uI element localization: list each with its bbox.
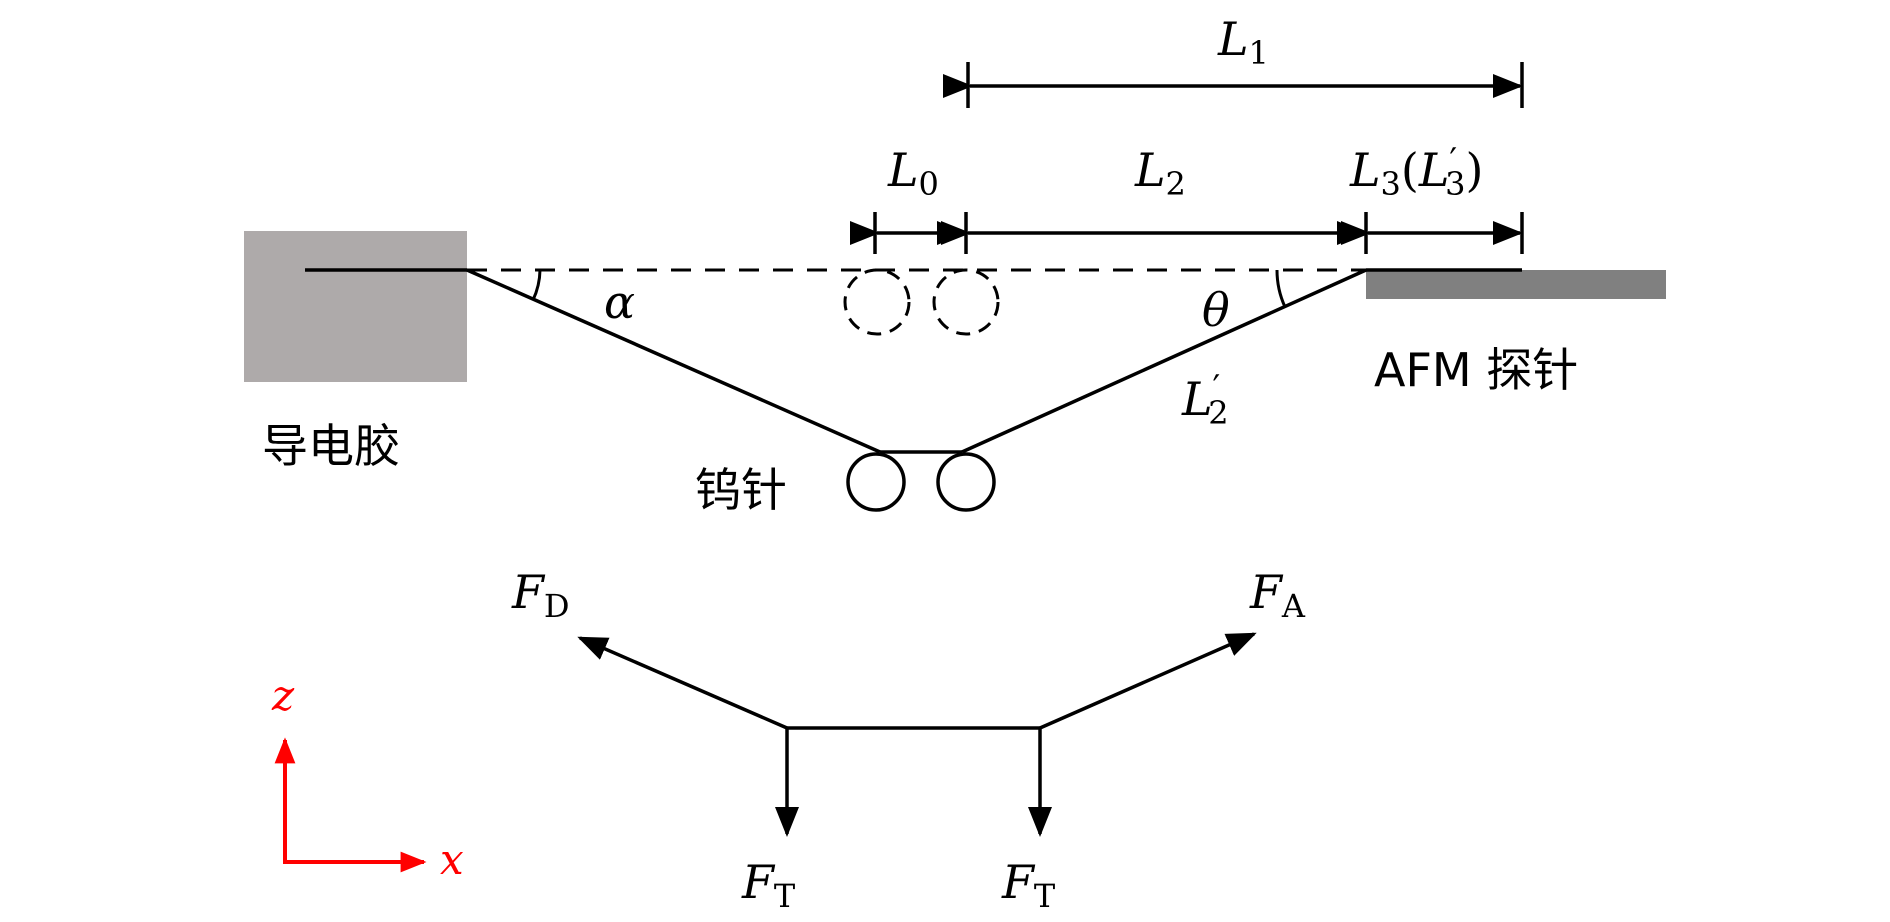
afm-probe-bar — [1366, 270, 1666, 299]
label-x-axis: x — [440, 835, 464, 884]
label-tungsten: 钨针 — [695, 463, 787, 517]
wire-left-slope — [466, 268, 881, 454]
coordinate-axes — [274, 737, 427, 873]
force-diagram — [577, 632, 1257, 837]
label-glue: 导电胶 — [262, 419, 400, 473]
label-alpha: α — [604, 275, 635, 329]
label-FT-left: FT — [741, 855, 796, 915]
label-afm-probe: AFM 探针 — [1374, 343, 1578, 397]
label-FD: FD — [511, 565, 570, 625]
tungsten-circle-left — [846, 452, 906, 512]
initial-position-circle-left — [843, 268, 911, 336]
label-FA: FA — [1249, 565, 1306, 625]
label-L2-prime: L′2 — [1181, 368, 1229, 432]
label-L2: L2 — [1134, 143, 1186, 203]
theta-arc — [1275, 269, 1287, 308]
label-z-axis: z — [271, 671, 295, 720]
label-L1: L1 — [1217, 12, 1269, 72]
dimension-row-lower — [850, 212, 1524, 254]
label-theta: θ — [1202, 283, 1230, 337]
wire-right-slope — [961, 268, 1367, 454]
label-L3: L3(L′3) — [1349, 141, 1483, 203]
label-L0: L0 — [887, 143, 939, 203]
force-FD-arrow — [577, 636, 788, 730]
label-FT-right: FT — [1001, 855, 1056, 915]
initial-position-circle-right — [932, 268, 1000, 336]
dimension-L1 — [943, 62, 1524, 108]
tungsten-circle-right — [936, 452, 996, 512]
force-FA-arrow — [1039, 632, 1257, 730]
alpha-arc — [531, 269, 542, 301]
glue-block — [244, 231, 467, 382]
